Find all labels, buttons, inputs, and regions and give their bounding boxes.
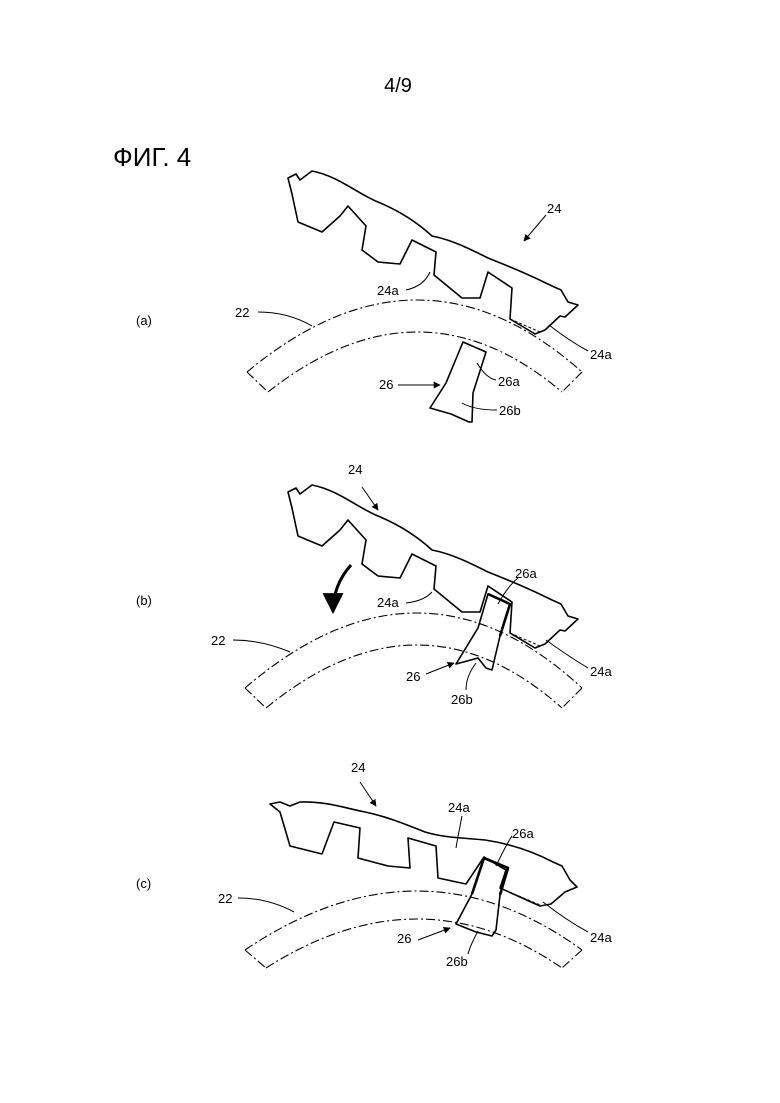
panel-c-label-24a-left: 24a <box>448 800 470 815</box>
panel-b-rim-22 <box>245 613 582 708</box>
panel-c: (c) 22 24a 24a 24 26a 26b 26 <box>136 760 612 969</box>
panel-c-leader-24a-right <box>543 902 588 932</box>
panel-c-caption: (c) <box>136 876 151 891</box>
panel-b-caption: (b) <box>136 593 152 608</box>
panel-b-leader-24a-right <box>546 640 588 668</box>
panel-c-segment-24 <box>270 802 577 906</box>
panel-b-leader-24a-left <box>406 592 432 603</box>
panel-a-label-26a: 26a <box>498 374 520 389</box>
panel-c-contact-line <box>500 888 540 905</box>
panel-b-rim-leader <box>233 640 290 652</box>
panel-b-label-24a-left: 24a <box>377 595 399 610</box>
panel-a-leader-24a-right <box>549 325 588 351</box>
panel-c-rim-leader <box>238 898 294 912</box>
panel-c-arrow-26 <box>418 928 450 940</box>
panel-c-chip-seated-edge <box>472 858 508 895</box>
panel-a-leader-26b <box>462 403 497 410</box>
panel-c-label-24a-right: 24a <box>590 930 612 945</box>
panel-b-label-24a-right: 24a <box>590 664 612 679</box>
panel-b-label-26a: 26a <box>515 566 537 581</box>
panel-b-arrow-24 <box>362 487 378 510</box>
panel-c-leader-24a-left <box>456 816 462 848</box>
panel-c-label-26b: 26b <box>446 954 468 969</box>
panel-b-arrow-26 <box>426 663 454 674</box>
panel-a-rim-leader <box>258 312 312 326</box>
panel-a-arrow-24 <box>524 215 546 241</box>
panel-a-label-26: 26 <box>379 377 393 392</box>
panel-c-label-24: 24 <box>351 760 365 775</box>
panel-a: (a) 22 24a 24a 24 26a 26b 26 <box>136 171 612 422</box>
panel-a-caption: (a) <box>136 313 152 328</box>
panel-b-rotation-arrow <box>333 565 351 612</box>
page-number: 4/9 <box>384 75 412 97</box>
panel-b-label-26b: 26b <box>451 692 473 707</box>
panel-a-segment-24 <box>288 171 578 334</box>
panel-c-leader-26a <box>496 836 512 866</box>
panel-b-label-26: 26 <box>406 669 420 684</box>
panel-c-label-26: 26 <box>397 931 411 946</box>
panel-b: (b) 22 24a 24a 24 26a 26b 26 <box>136 462 612 708</box>
panel-b-leader-26b <box>466 663 476 690</box>
panel-a-leader-24a-left <box>406 272 430 290</box>
panel-a-label-24a-left: 24a <box>377 283 399 298</box>
panel-a-label-22: 22 <box>235 305 249 320</box>
panel-a-label-24a-right: 24a <box>590 347 612 362</box>
panel-a-label-26b: 26b <box>499 403 521 418</box>
panel-b-chip-seated-edge <box>488 594 510 636</box>
panel-b-label-22: 22 <box>211 633 225 648</box>
panel-c-arrow-24 <box>360 782 376 806</box>
panel-a-label-24: 24 <box>547 201 561 216</box>
panel-a-rim-22 <box>247 300 582 392</box>
panel-c-label-22: 22 <box>218 891 232 906</box>
panel-b-label-24: 24 <box>348 462 362 477</box>
figure-title: ФИГ. 4 <box>113 142 191 172</box>
panel-c-label-26a: 26a <box>512 826 534 841</box>
panel-c-leader-26b <box>468 931 478 954</box>
panel-a-chip-26 <box>430 342 486 422</box>
